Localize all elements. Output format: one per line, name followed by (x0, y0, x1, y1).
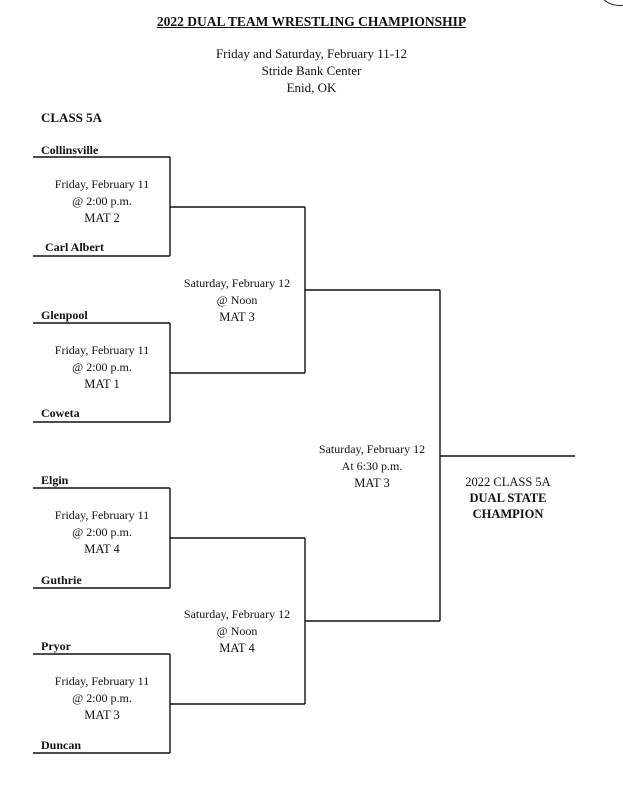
match-mat: MAT 3 (84, 708, 120, 722)
team-duncan: Duncan (41, 738, 82, 752)
page-title: 2022 DUAL TEAM WRESTLING CHAMPIONSHIP (156, 14, 467, 29)
match-date: Saturday, February 12 (183, 276, 291, 290)
match-mat: MAT 3 (219, 310, 255, 324)
champion-line-3: CHAMPION (472, 507, 544, 521)
semifinal-1-info: Saturday, February 12 @ Noon MAT 3 (172, 275, 302, 326)
event-venue: Stride Bank Center (261, 63, 362, 78)
match-time: @ 2:00 p.m. (72, 194, 132, 208)
match-3-info: Friday, February 11 @ 2:00 p.m. MAT 4 (42, 507, 162, 558)
event-dates: Friday and Saturday, February 11-12 (215, 46, 408, 61)
team-guthrie: Guthrie (41, 573, 82, 587)
match-mat: MAT 3 (354, 476, 390, 490)
match-4-info: Friday, February 11 @ 2:00 p.m. MAT 3 (42, 673, 162, 724)
match-mat: MAT 4 (84, 542, 120, 556)
match-time: @ 2:00 p.m. (72, 691, 132, 705)
match-date: Friday, February 11 (54, 177, 150, 191)
match-mat: MAT 1 (84, 377, 120, 391)
champion-label: 2022 CLASS 5A DUAL STATE CHAMPION (443, 474, 573, 522)
match-date: Friday, February 11 (54, 343, 150, 357)
match-1-info: Friday, February 11 @ 2:00 p.m. MAT 2 (42, 176, 162, 227)
final-info: Saturday, February 12 At 6:30 p.m. MAT 3 (307, 441, 437, 492)
match-date: Friday, February 11 (54, 674, 150, 688)
match-mat: MAT 2 (84, 211, 120, 225)
match-date: Friday, February 11 (54, 508, 150, 522)
match-time: @ 2:00 p.m. (72, 360, 132, 374)
match-time: @ Noon (216, 293, 258, 307)
match-time: @ 2:00 p.m. (72, 525, 132, 539)
match-time: At 6:30 p.m. (341, 459, 403, 473)
champion-line-2: DUAL STATE (469, 491, 547, 505)
match-mat: MAT 4 (219, 641, 255, 655)
match-2-info: Friday, February 11 @ 2:00 p.m. MAT 1 (42, 342, 162, 393)
class-label: CLASS 5A (41, 110, 103, 125)
team-carl-albert: Carl Albert (45, 240, 104, 254)
event-city: Enid, OK (286, 80, 337, 95)
team-pryor: Pryor (41, 639, 71, 653)
match-time: @ Noon (216, 624, 258, 638)
semifinal-2-info: Saturday, February 12 @ Noon MAT 4 (172, 606, 302, 657)
team-collinsville: Collinsville (41, 143, 99, 157)
champion-line-1: 2022 CLASS 5A (465, 475, 551, 489)
team-elgin: Elgin (41, 473, 69, 487)
match-date: Saturday, February 12 (183, 607, 291, 621)
match-date: Saturday, February 12 (318, 442, 426, 456)
team-glenpool: Glenpool (41, 308, 88, 322)
team-coweta: Coweta (41, 406, 80, 420)
